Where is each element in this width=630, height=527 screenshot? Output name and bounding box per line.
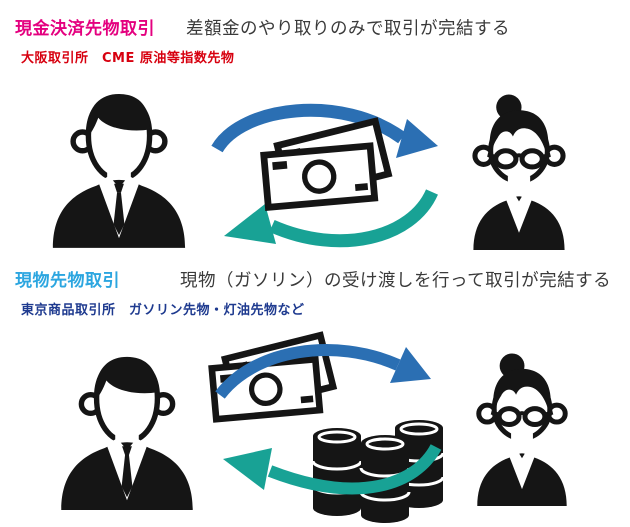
cash-section-title: 現金決済先物取引	[15, 19, 155, 39]
businessman-icon	[52, 353, 202, 510]
money-exchange-cycle-icon	[211, 92, 440, 254]
blue-arrow-right-icon	[215, 344, 431, 399]
businessman-icon	[45, 90, 193, 248]
money-icon	[264, 121, 389, 207]
businesswoman-icon	[468, 93, 570, 250]
goods-for-money-exchange-icon	[210, 335, 452, 527]
cash-section-description: 差額金のやり取りのみで取引が完結する	[186, 19, 510, 39]
teal-arrow-left-icon	[224, 189, 438, 248]
cash-section-exchanges: 大阪取引所 CME 原油等指数先物	[21, 51, 235, 66]
physical-section-description: 現物（ガソリン）の受け渡しを行って取引が完結する	[180, 271, 612, 291]
physical-section-title: 現物先物取引	[15, 271, 120, 291]
physical-section-exchanges: 東京商品取引所 ガソリン先物・灯油先物など	[21, 303, 305, 318]
teal-arrow-left-icon	[223, 443, 442, 495]
businesswoman-icon	[472, 352, 572, 506]
